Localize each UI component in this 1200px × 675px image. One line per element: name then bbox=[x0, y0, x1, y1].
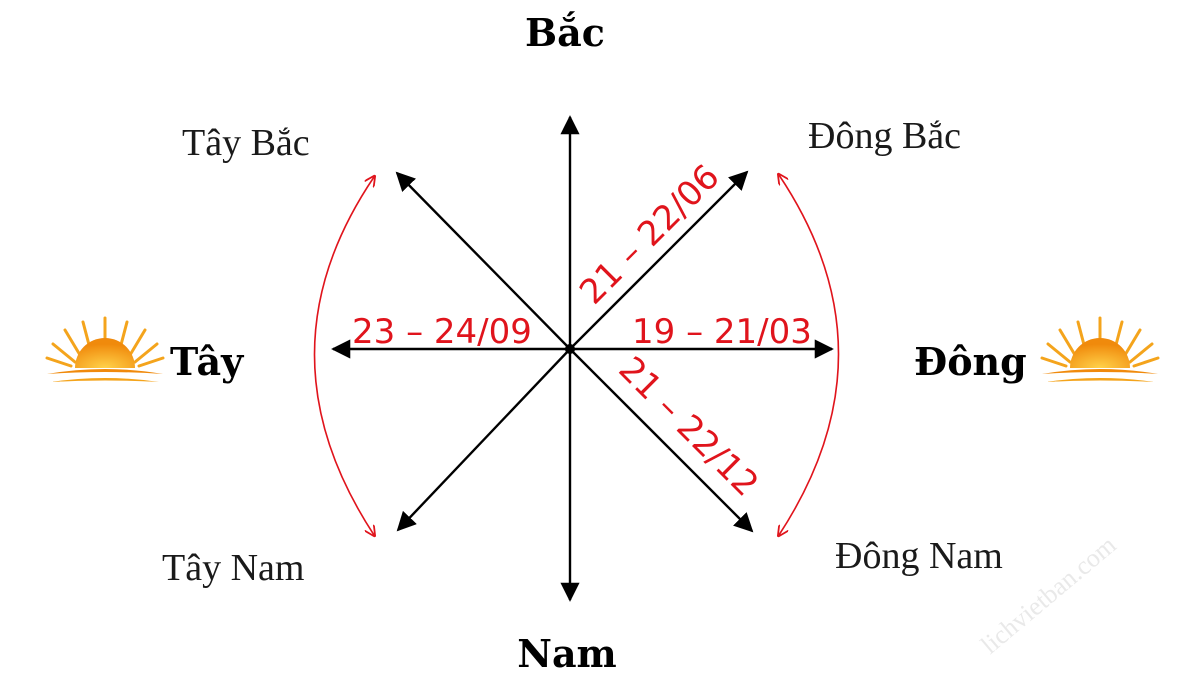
compass-arrows bbox=[331, 115, 834, 602]
center-dot bbox=[565, 344, 575, 354]
east-range-arc bbox=[779, 175, 840, 535]
label-north: Bắc bbox=[525, 10, 605, 55]
label-west: Tây bbox=[170, 339, 244, 384]
rising-sun-icon bbox=[45, 316, 165, 382]
label-southeast: Đông Nam bbox=[835, 535, 1003, 577]
date-east: 19 – 21/03 bbox=[632, 312, 812, 352]
rising-sun-icon bbox=[1040, 316, 1160, 382]
west-range-arc bbox=[313, 177, 375, 535]
arrow-southwest bbox=[396, 348, 571, 532]
date-northeast: 21 – 22/06 bbox=[572, 157, 727, 312]
label-east: Đông bbox=[914, 339, 1027, 384]
label-northeast: Đông Bắc bbox=[808, 115, 961, 157]
date-west: 23 – 24/09 bbox=[352, 312, 532, 352]
label-southwest: Tây Nam bbox=[162, 547, 304, 589]
date-southeast: 21 – 22/12 bbox=[611, 349, 766, 504]
arrow-northwest bbox=[395, 171, 571, 350]
label-northwest: Tây Bắc bbox=[182, 122, 310, 164]
arrow-northeast bbox=[569, 170, 749, 350]
label-south: Nam bbox=[517, 631, 617, 675]
arrow-southeast bbox=[569, 348, 754, 533]
